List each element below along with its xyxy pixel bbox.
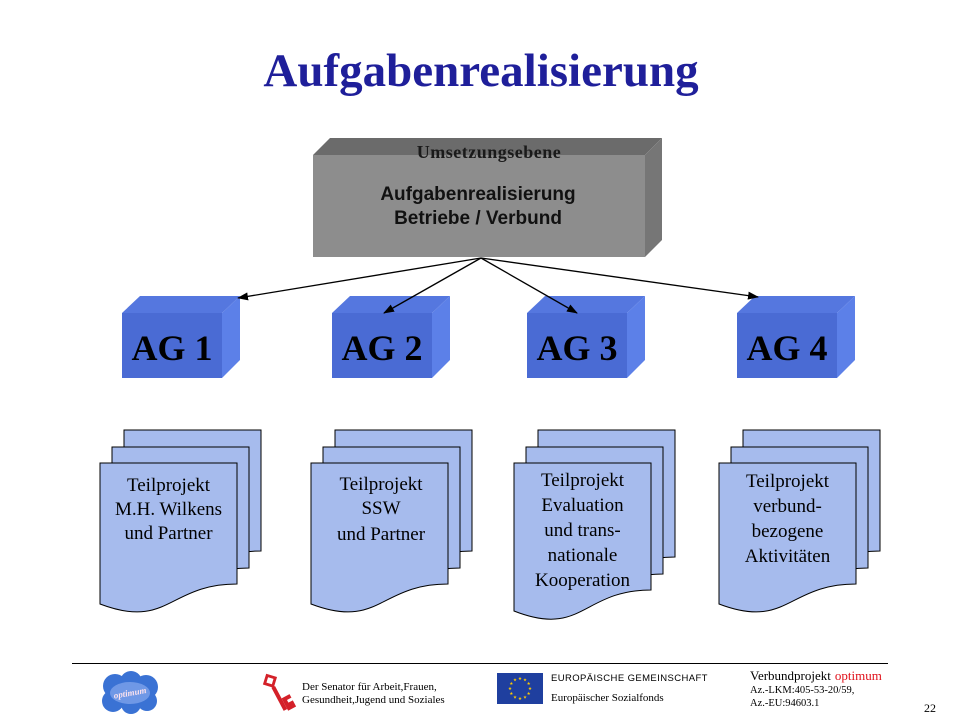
ag-box-3: AG 3 [527,296,645,378]
eu-star-icon [518,676,522,680]
document-front [310,462,449,613]
ag-label: AG 4 [747,328,828,368]
document-front [513,462,652,620]
page-title: Aufgabenrealisierung [263,45,699,97]
eu-star-icon [513,678,517,682]
ag-box-top-face [527,296,645,313]
ag-label: AG 1 [132,328,213,368]
reference-eu: Az.-EU:94603.1 [750,698,819,709]
document-text-line: SSW [361,498,400,519]
eu-flag [497,673,543,704]
box-front-face [313,155,645,257]
ag-box-2: AG 2 [332,296,450,378]
connector-arrows [237,257,759,314]
ag-box-top-face [332,296,450,313]
arrow-to-ag4 [480,257,759,300]
document-text-line: Teilprojekt [746,471,830,492]
eu-star-icon [509,681,514,685]
senator-line-1: Der Senator für Arbeit,Frauen, [302,681,437,693]
bremen-key-logo [262,673,297,711]
ag-box-4: AG 4 [737,296,855,378]
document-front [718,462,857,613]
document-stack-3: Teilprojekt Evaluation und trans- nation… [513,429,676,620]
ag-label: AG 3 [537,328,618,368]
document-text-line: Aktivitäten [745,546,831,567]
eu-star-icon [523,695,527,699]
page-number: 22 [924,701,936,715]
document-text-line: verbund- [753,496,822,517]
optimum-cloud-center [110,682,150,704]
ag-box-front-face [527,313,627,378]
ag-box-front-face [332,313,432,378]
eu-star-icon [526,681,531,685]
ag-box-front-face [122,313,222,378]
project-name: optimum [835,668,882,683]
senator-line-2: Gesundheit,Jugend und Soziales [302,694,445,706]
eu-star-icon [523,678,527,682]
eu-star-icon [528,686,532,690]
key-bit-icon [281,694,297,711]
document-stack-1: Teilprojekt M.H. Wilkens und Partner [99,429,262,613]
key-head-icon [262,673,278,688]
optimum-logo: optimum [102,671,158,714]
document-text-line: Teilprojekt [541,470,625,491]
document-stack-2: Teilprojekt SSW und Partner [310,429,473,613]
eu-star-icon [508,686,512,690]
document-text-line: Teilprojekt [339,474,423,495]
box-top-label: Umsetzungsebene [417,142,562,162]
ag-box-front-face [737,313,837,378]
eu-star-icon [509,691,514,695]
reference-lkm: Az.-LKM:405-53-20/59, [750,685,854,696]
key-shaft-icon [271,685,288,711]
implementation-level-box: Umsetzungsebene Aufgabenrealisierung Bet… [313,138,662,257]
eu-social-fund-label: Europäischer Sozialfonds [551,692,664,704]
arrow-to-ag3 [480,257,578,314]
document-text-line: und Partner [337,524,426,545]
ag-box-top-face [122,296,240,313]
eu-star-icon [518,696,522,700]
ag-label: AG 2 [342,328,423,368]
document-text-line: nationale [548,545,618,566]
document-text-line: bezogene [752,521,824,542]
document-text-line: und Partner [124,523,213,544]
box-side-face [645,138,662,257]
document-front [99,462,238,613]
ag-box-side-face [432,296,450,378]
document-stack-4: Teilprojekt verbund- bezogene Aktivitäte… [718,429,881,613]
eu-star-icon [513,695,517,699]
ag-box-side-face [837,296,855,378]
document-text-line: und trans- [544,520,621,541]
document-text-line: M.H. Wilkens [115,499,222,520]
document-text-line: Teilprojekt [127,475,211,496]
eu-star-icon [526,691,531,695]
eu-stars [508,676,532,700]
ag-box-side-face [627,296,645,378]
document-text-line: Evaluation [541,495,624,516]
box-top-face [313,138,662,155]
eu-community-label: EUROPÄISCHE GEMEINSCHAFT [551,673,708,684]
arrow-to-ag2 [383,257,482,314]
document-text-line: Kooperation [535,570,630,591]
project-prefix: Verbundprojekt [750,668,831,683]
ag-box-top-face [737,296,855,313]
ag-box-1: AG 1 [122,296,240,378]
project-label: Verbundprojekt optimum [750,668,882,683]
arrow-to-ag1 [237,257,482,301]
ag-box-side-face [222,296,240,378]
box-line-2: Betriebe / Verbund [394,208,562,229]
box-line-1: Aufgabenrealisierung [380,184,575,205]
